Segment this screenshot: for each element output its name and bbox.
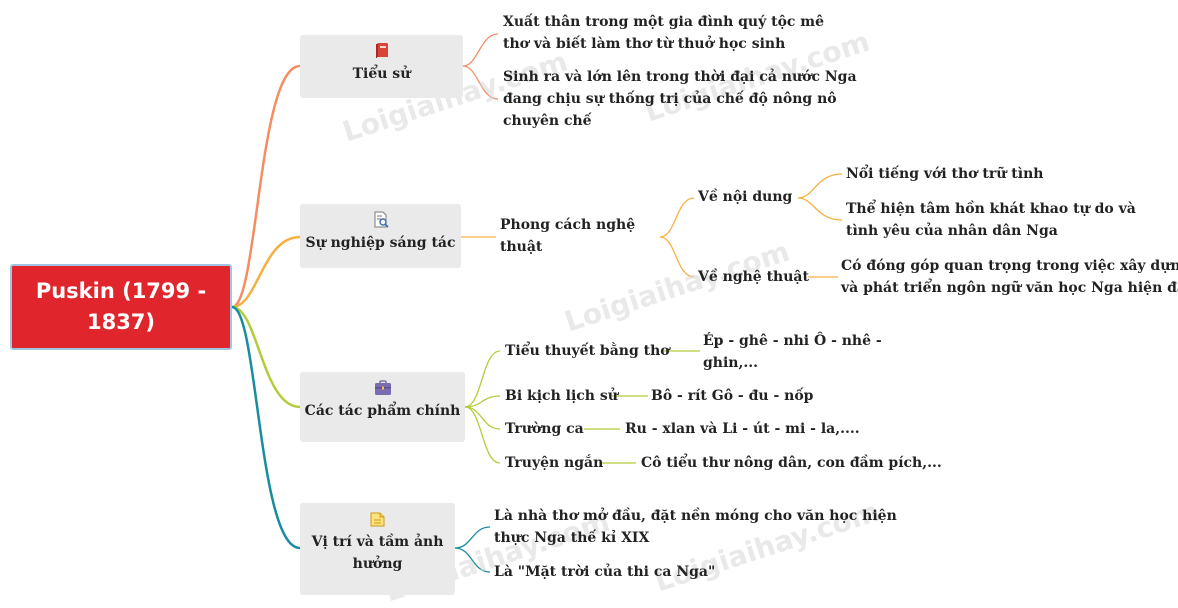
root-title-line1: Puskin (1799 -	[35, 279, 207, 303]
branch-su-nghiep-sang-tac[interactable]: Sự nghiệp sáng tác	[300, 204, 461, 268]
folder-icon	[370, 512, 384, 527]
node-truyen-ngan[interactable]: Truyện ngắn	[505, 455, 604, 471]
briefcase-icon	[374, 380, 391, 395]
node-phong-cach-nghe-thuat[interactable]: Phong cách nghệ thuật	[500, 217, 636, 255]
root-title-line2: 1837)	[86, 310, 156, 334]
leaf-ep-ghe-nhi: Ép - ghê - nhi Ô - nhê - ghin,...	[703, 333, 882, 371]
node-bi-kich-lich-su[interactable]: Bi kịch lịch sử	[505, 388, 618, 404]
branch-tieu-su[interactable]: Tiểu sử	[300, 35, 463, 98]
leaf-bo-rit: Bô - rít Gô - đu - nốp	[651, 388, 814, 404]
leaf-co-tieu-thu: Cô tiểu thư nông dân, con đầm pích,...	[641, 455, 942, 471]
connector-tac-pham	[231, 305, 301, 409]
branch-label-tieu-su: Tiểu sử	[352, 66, 411, 82]
node-ve-nghe-thuat[interactable]: Về nghệ thuật	[698, 269, 809, 285]
branch-cac-tac-pham-chinh[interactable]: Các tác phẩm chính	[300, 372, 465, 442]
connector-tieu-su	[231, 64, 301, 309]
node-truong-ca[interactable]: Trường ca	[505, 421, 584, 437]
leaf-the-hien: Thể hiện tâm hồn khát khao tự do và tình…	[846, 201, 1136, 239]
branch-label-su-nghiep: Sự nghiệp sáng tác	[305, 235, 456, 251]
connector-su-nghiep	[231, 235, 301, 309]
leaf-xuat-than: Xuất thân trong một gia đình quý tộc mê …	[503, 14, 825, 52]
branch-label-vi-tri-line2: hưởng	[352, 556, 403, 572]
leaf-noi-tieng: Nổi tiếng với thơ trữ tình	[846, 166, 1044, 182]
document-search-icon	[374, 211, 389, 228]
node-tieu-thuyet-bang-tho[interactable]: Tiểu thuyết bằng thơ	[505, 343, 670, 359]
branch-label-vi-tri-line1: Vị trí và tầm ảnh	[311, 534, 444, 550]
root-node[interactable]: Puskin (1799 - 1837)	[10, 264, 232, 350]
leaf-ru-xlan: Ru - xlan và Li - út - mi - la,....	[625, 421, 860, 437]
branch-vi-tri-tam-anh-huong[interactable]: Vị trí và tầm ảnh hưởng	[300, 503, 455, 595]
book-icon	[375, 43, 388, 59]
connector-vi-tri	[231, 305, 301, 550]
leaf-nha-tho-mo-dau: Là nhà thơ mở đầu, đặt nền móng cho văn …	[494, 508, 897, 546]
leaf-co-dong-gop: Có đóng góp quan trọng trong việc xây dự…	[841, 258, 1178, 296]
node-ve-noi-dung[interactable]: Về nội dung	[698, 189, 793, 205]
branch-label-tac-pham: Các tác phẩm chính	[304, 403, 461, 419]
leaf-sinh-ra: Sinh ra và lớn lên trong thời đại cả nướ…	[503, 69, 857, 129]
leaf-mat-troi: Là "Mặt trời của thi ca Nga"	[494, 564, 716, 580]
